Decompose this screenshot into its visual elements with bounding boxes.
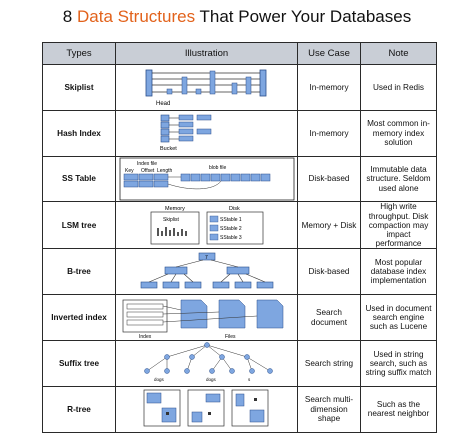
svg-text:Files: Files [225,334,236,340]
table-row: R-tree Search multi-dimension [42,385,437,433]
suffix-diagram: dogs dogs s [143,342,273,382]
use-case-cell: Search document [297,294,361,341]
page-title: 8 Data Structures That Power Your Databa… [62,7,412,26]
svg-text:Memory: Memory [165,206,185,212]
table-row: Inverted index Index F [42,294,437,341]
use-case-cell: Search string [297,339,361,387]
note-cell: Most popular database index implementati… [360,248,437,296]
use-case-cell: Memory + Disk [297,201,361,250]
rtree-diagram [143,389,268,427]
lsm-illustration: Memory Disk Skiplist SStable 1 SStable 2… [115,201,298,250]
use-case-cell: In-memory [297,64,361,111]
note-cell: Used in Redis [360,64,437,111]
type-cell: B-tree [42,248,116,296]
svg-text:SStable 3: SStable 3 [220,235,242,241]
table-header-row: Types Illustration Use Case Note [42,42,437,65]
lsm-diagram: Memory Disk Skiplist SStable 1 SStable 2… [150,206,263,245]
svg-text:Skiplist: Skiplist [163,217,179,223]
type-cell: LSM tree [42,201,116,250]
svg-text:Index file: Index file [137,161,157,167]
use-case-cell: Search multi-dimension shape [297,385,361,433]
header-note: Note [360,42,437,65]
hash-illustration: Bucket [115,109,298,157]
title-accent: Data Structures [76,7,196,26]
table-row: Suffix tree [42,339,437,387]
svg-text:Index: Index [139,334,152,340]
type-cell: Skiplist [42,64,116,111]
note-cell: Used in document search engine such as L… [360,294,437,341]
sstable-diagram: Index file Key Offset Length blob file [119,157,294,201]
note-cell: Used in string search, such as string su… [360,339,437,387]
use-case-cell: Disk-based [297,248,361,296]
type-cell: Suffix tree [42,339,116,387]
svg-text:dogs: dogs [206,377,217,382]
svg-text:s: s [248,377,251,382]
table-row: B-tree 7 [42,248,437,296]
inverted-illustration: Index Files [115,294,298,341]
note-cell: Such as the nearest neighbor [360,385,437,433]
svg-text:Disk: Disk [229,206,240,212]
table-row: Hash Index Bucket [42,109,437,157]
skiplist-illustration: Head [115,64,298,111]
data-structures-table: Types Illustration Use Case Note Skiplis… [42,42,437,433]
hash-diagram: Bucket [160,114,211,152]
use-case-cell: In-memory [297,109,361,157]
suffix-illustration: dogs dogs s [115,339,298,387]
skiplist-head-label: Head [156,101,170,107]
note-cell: High write throughput. Disk compaction m… [360,201,437,250]
btree-illustration: 7 [115,248,298,296]
type-cell: Hash Index [42,109,116,157]
header-use-case: Use Case [297,42,361,65]
note-cell: Immutable data structure. Seldom used al… [360,155,437,203]
btree-diagram: 7 [140,252,273,289]
svg-text:Key: Key [125,168,134,174]
header-types: Types [42,42,116,65]
svg-text:Offset: Offset [141,168,155,174]
svg-text:7: 7 [205,255,208,261]
svg-text:dogs: dogs [154,377,165,382]
svg-text:Length: Length [157,168,173,174]
table-row: LSM tree Memory Disk Skiplist SStable 1 … [42,201,437,250]
sstable-illustration: Index file Key Offset Length blob file [115,155,298,203]
svg-text:SStable 1: SStable 1 [220,217,242,223]
type-cell: SS Table [42,155,116,203]
table-row: SS Table Index file Key Offset Length bl… [42,155,437,203]
table-row: Skiplist [42,64,437,111]
hash-bucket-label: Bucket [160,146,177,152]
rtree-illustration [115,385,298,433]
use-case-cell: Disk-based [297,155,361,203]
type-cell: R-tree [42,385,116,433]
skiplist-diagram: Head [145,69,266,107]
svg-text:blob file: blob file [209,165,226,171]
type-cell: Inverted index [42,294,116,341]
svg-text:SStable 2: SStable 2 [220,226,242,232]
inverted-diagram: Index Files [122,299,283,340]
note-cell: Most common in-memory index solution [360,109,437,157]
header-illustration: Illustration [115,42,298,65]
